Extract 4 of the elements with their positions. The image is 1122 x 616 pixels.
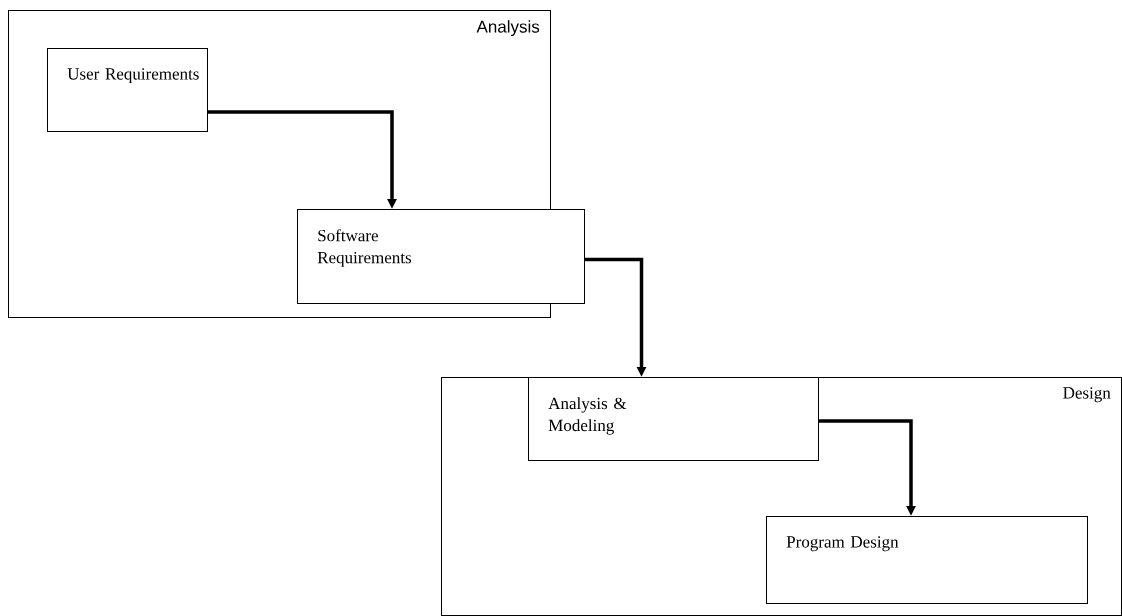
process-box: Software Requirements: [297, 209, 585, 304]
process-box: Program Design: [766, 516, 1088, 604]
process-box: User Requirements: [47, 48, 208, 132]
process-box: Analysis & Modeling: [528, 377, 819, 461]
